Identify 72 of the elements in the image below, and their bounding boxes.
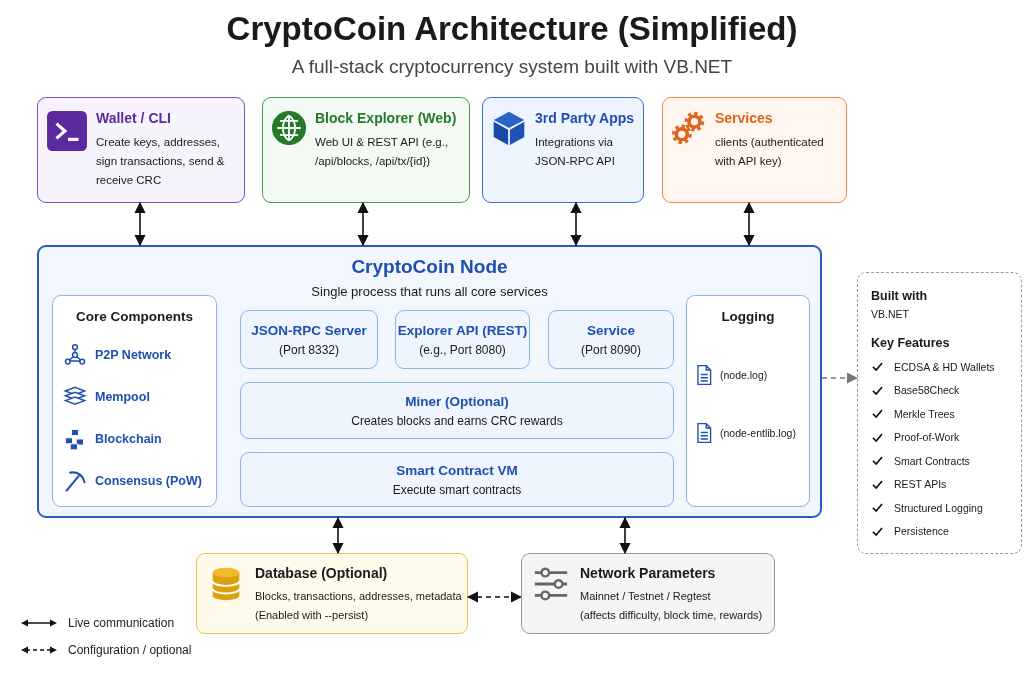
service-title: Smart Contract VM <box>396 462 518 478</box>
card-description: Web UI & REST API (e.g., /api/blocks, /api/tx/{id}) <box>315 135 450 169</box>
dashed-arrow <box>821 372 859 384</box>
box-description: Blocks, transactions, addresses, metadata <box>255 589 462 604</box>
client-card <box>482 97 644 203</box>
component-label: Blockchain <box>95 432 162 446</box>
box-description: (Enabled with --persist) <box>255 608 370 623</box>
service-box <box>548 310 674 369</box>
card-title: Wallet / CLI <box>96 110 172 126</box>
feature-label: Merkle Trees <box>894 407 955 420</box>
storage-box <box>196 553 468 634</box>
container-subtitle: Single process that runs all core services <box>310 284 549 299</box>
service-box <box>240 452 674 507</box>
arrow <box>134 201 146 247</box>
features-panel <box>857 272 1022 554</box>
card-title: 3rd Party Apps <box>535 110 635 126</box>
arrow <box>570 201 582 247</box>
card-title: Block Explorer (Web) <box>315 110 458 126</box>
feature-label: REST APIs <box>894 478 947 491</box>
box-title: Database (Optional) <box>255 565 389 581</box>
feature-label: Proof-of-Work <box>894 431 960 444</box>
feature-label: Smart Contracts <box>894 454 970 467</box>
service-title: Miner (Optional) <box>405 393 509 409</box>
legend-label: Configuration / optional <box>68 643 192 657</box>
component-label: Mempool <box>95 390 150 404</box>
section-text: VB.NET <box>871 308 910 320</box>
arrow <box>332 516 344 555</box>
box-description: Mainnet / Testnet / Regtest <box>580 589 712 604</box>
legend-label: Live communication <box>68 616 175 630</box>
service-description: (Port 8332) <box>279 342 339 357</box>
node-container <box>37 245 822 518</box>
service-title: JSON-RPC Server <box>251 322 367 338</box>
diagram-subtitle: A full-stack cryptocurrency system built with VB.NET <box>290 56 734 78</box>
service-description: Execute smart contracts <box>392 482 522 497</box>
box-description: (affects difficulty, block time, rewards) <box>580 608 764 623</box>
service-title: Explorer API (REST) <box>397 322 528 338</box>
arrow <box>357 201 369 247</box>
component-label: Consensus (PoW) <box>95 474 202 488</box>
logging-panel <box>686 295 810 507</box>
components-panel <box>52 295 217 507</box>
section-heading: Key Features <box>871 336 951 350</box>
diagram-title: CryptoCoin Architecture (Simplified) <box>225 10 799 48</box>
feature-label: ECDSA & HD Wallets <box>894 360 995 373</box>
component-label: P2P Network <box>95 348 172 362</box>
panel-title: Core Components <box>75 309 194 324</box>
feature-label: Base58Check <box>894 384 960 397</box>
card-description: Create keys, addresses, sign transactions, send & receive CRC <box>96 135 226 188</box>
card-title: Services <box>715 110 774 126</box>
service-box <box>240 310 378 369</box>
config-box <box>521 553 775 634</box>
service-description: Creates blocks and earns CRC rewards <box>351 413 563 428</box>
section-heading: Built with <box>871 289 929 303</box>
log-file-label: (node.log) <box>720 369 768 381</box>
arrow <box>619 516 631 555</box>
client-card <box>262 97 470 203</box>
feature-label: Persistence <box>894 525 949 538</box>
log-file-label: (node-entlib.log) <box>720 427 796 439</box>
card-description: Integrations via JSON-RPC API <box>535 135 616 169</box>
card-description: clients (authenticated with API key) <box>715 135 825 169</box>
dashed-arrow <box>466 591 523 603</box>
service-description: (e.g., Port 8080) <box>419 342 506 357</box>
client-card <box>662 97 847 203</box>
service-box <box>395 310 530 369</box>
service-box <box>240 382 674 439</box>
service-title: Service <box>586 322 635 338</box>
container-title: CryptoCoin Node <box>350 256 509 278</box>
panel-title: Logging <box>720 309 776 324</box>
arrow <box>743 201 755 247</box>
service-description: (Port 8090) <box>581 342 641 357</box>
feature-label: Structured Logging <box>894 501 983 514</box>
box-title: Network Parameters <box>580 565 717 581</box>
client-card <box>37 97 245 203</box>
